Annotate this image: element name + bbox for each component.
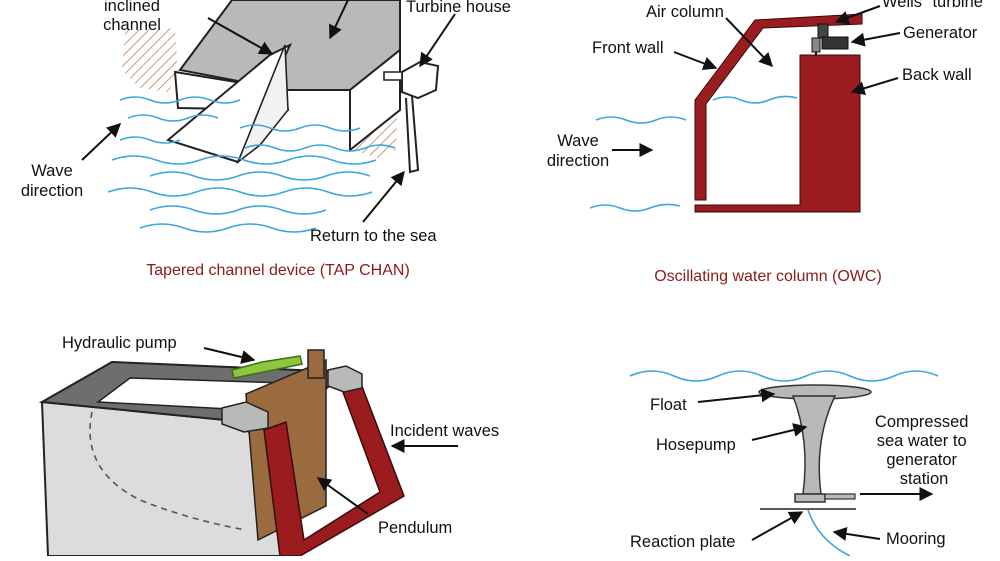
turbine-house: [383, 60, 440, 174]
hosepump-sea-surface: [629, 370, 939, 382]
label-pendulum: Pendulum: [378, 519, 452, 537]
arrow-hosepump: [751, 423, 808, 441]
arrow-hydraulic-pump: [203, 347, 256, 364]
label-mooring: Mooring: [886, 530, 946, 548]
owc-turbine-generator: [811, 23, 849, 56]
label-return-to-sea: Return to the sea: [310, 227, 437, 245]
caption-owc: Oscillating water column (OWC): [654, 268, 882, 285]
mooring-line: [807, 509, 851, 557]
label-wells-turbine: Wells" turbine: [882, 0, 983, 11]
arrow-wells-turbine: [834, 5, 881, 25]
arrow-wave-direction: [81, 123, 122, 161]
owc-base: [694, 54, 861, 213]
hosepump-tube: [791, 395, 837, 495]
arrow-back-wall: [850, 77, 899, 96]
pendulor-panel: Hydraulic pump Incident waves Pendulum: [38, 334, 499, 557]
arrow-float: [697, 388, 776, 403]
arrow-channel: [207, 17, 274, 55]
label-turbine-house: Turbine house: [406, 0, 511, 16]
caption-tapchan: Tapered channel device (TAP CHAN): [146, 262, 410, 279]
reaction-plate-block: [794, 493, 826, 503]
label-air-column: Air column: [646, 3, 724, 21]
owc-panel: Wells" turbine Air column Generator Fron…: [547, 0, 983, 285]
arrow-front-wall: [673, 51, 718, 71]
owc-waves: [589, 95, 798, 212]
frame-cap-left: [221, 401, 269, 433]
hosepump-panel: Float Hosepump Compressed sea water to g…: [629, 370, 973, 557]
arrow-air-column: [725, 17, 773, 68]
tapchan-waves: [107, 96, 396, 233]
frame-cap-right: [327, 365, 363, 393]
label-back-wall: Back wall: [902, 66, 972, 84]
arrow-reservoir: [329, 0, 349, 40]
label-incident-waves: Incident waves: [390, 422, 499, 440]
arrow-turbine-house: [419, 13, 456, 68]
pendulum-post: [307, 349, 325, 379]
label-hosepump: Hosepump: [656, 436, 736, 454]
hydraulic-pump: [231, 355, 303, 379]
outlet-pipe: [824, 493, 856, 500]
label-hydraulic-pump: Hydraulic pump: [62, 334, 177, 352]
label-reaction-plate: Reaction plate: [630, 533, 736, 551]
arrow-mooring: [832, 526, 881, 541]
label-generator: Generator: [903, 24, 978, 42]
label-float: Float: [650, 396, 687, 414]
channel-inner: [236, 44, 289, 165]
arrow-generator: [850, 32, 901, 47]
tapchan-cliff-left: [122, 28, 178, 92]
arrow-pendulum: [316, 477, 369, 515]
label-front-wall: Front wall: [592, 39, 664, 57]
owc-front-wall: [694, 13, 863, 201]
label-compressed-sea-water: Compressed sea water to generator statio…: [875, 413, 973, 488]
arrow-reaction-plate: [751, 511, 804, 541]
arrow-return: [362, 170, 405, 223]
